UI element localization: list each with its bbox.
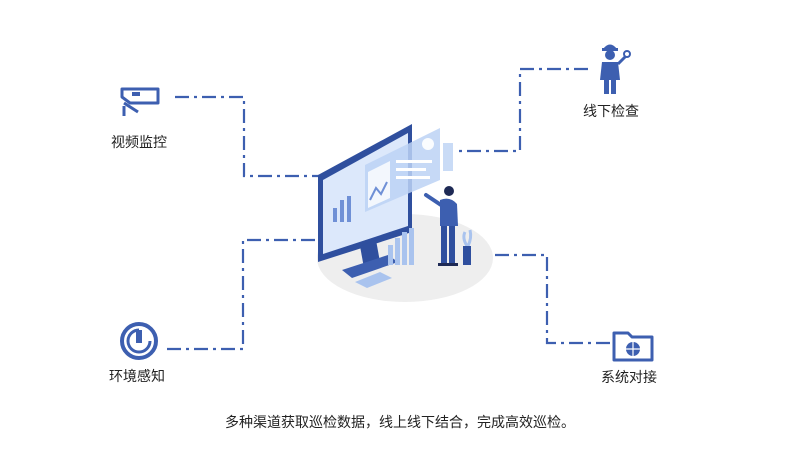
connector-video — [175, 95, 322, 178]
floating-panels — [365, 128, 453, 212]
label-offline: 线下检查 — [583, 104, 639, 120]
label-video: 视频监控 — [111, 135, 167, 151]
plant-illustration — [462, 229, 473, 265]
connector-system — [483, 253, 610, 345]
sensor-gauge-icon — [120, 322, 158, 360]
label-env: 环境感知 — [109, 369, 165, 385]
side-bar-chart — [388, 228, 414, 265]
label-system: 系统对接 — [601, 370, 657, 386]
connector-offline — [455, 67, 588, 153]
cctv-camera-icon — [120, 87, 160, 116]
inspector-worker-icon — [600, 44, 631, 94]
connector-env — [167, 238, 322, 351]
person-illustration — [424, 186, 458, 266]
globe-folder-icon — [612, 331, 654, 362]
diagram-caption: 多种渠道获取巡检数据，线上线下结合，完成高效巡检。 — [225, 415, 575, 431]
